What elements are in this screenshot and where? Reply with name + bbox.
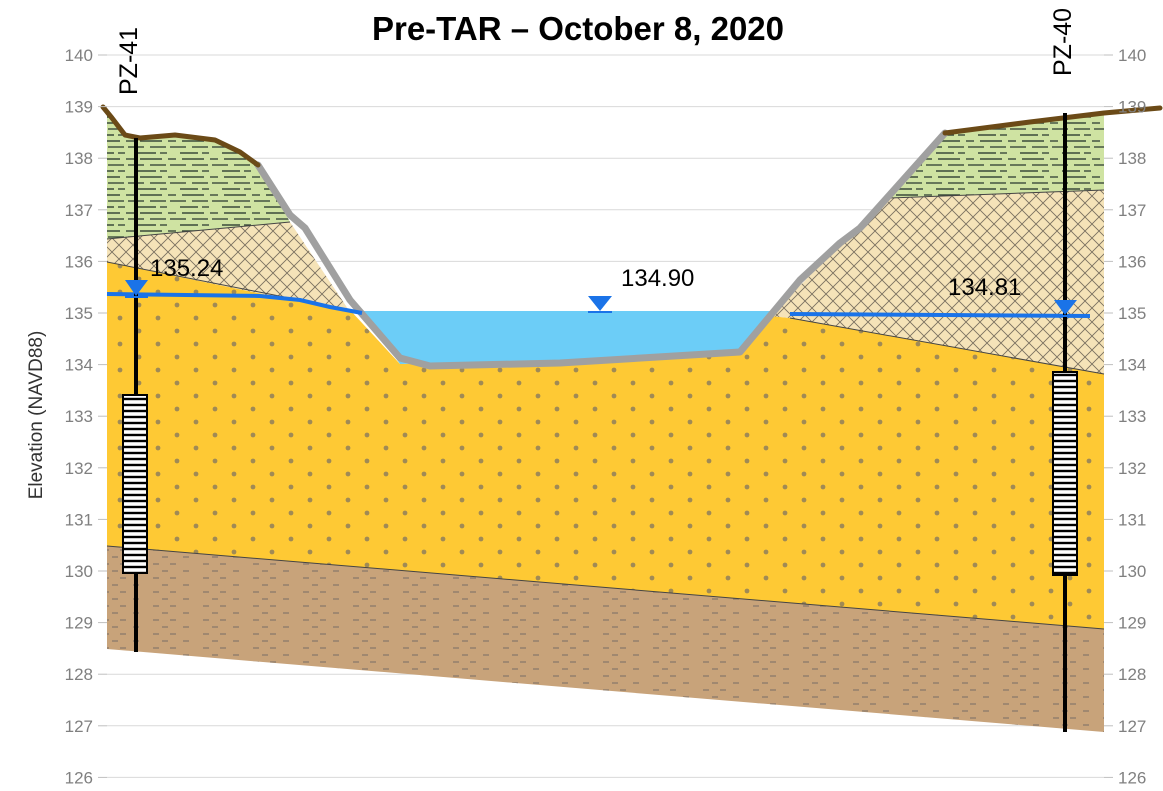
water-level-marker-pz-41 [125,280,148,296]
y-tick-label-right: 134 [1118,356,1146,375]
well-screen [122,394,148,574]
y-tick-label-right: 140 [1118,46,1146,65]
topsoil-bottom-boundary-right [889,189,1105,199]
water-table-left [106,292,363,315]
y-tick-label-right: 133 [1118,407,1146,426]
topsoil-pattern-left [107,112,290,239]
y-tick-label-right: 130 [1118,562,1146,581]
well-name-pz-41: PZ-41 [115,27,143,95]
y-tick-label-right: 137 [1118,201,1146,220]
y-tick-label-left: 138 [65,149,93,168]
water-level-label-pz-41: 135.24 [150,255,223,282]
ground-surface-left [100,104,261,168]
chart-title: Pre-TAR – October 8, 2020 [372,10,784,47]
y-tick-label-left: 134 [65,356,93,375]
y-axis-label: Elevation (NAVD88) [26,331,47,500]
y-tick-label-right: 132 [1118,459,1146,478]
channel-bank-left [254,129,949,370]
water-table-right [789,312,1091,318]
y-tick-label-right: 135 [1118,304,1146,323]
clay-top-boundary [106,545,1105,630]
y-tick-label-left: 133 [65,407,93,426]
well-pz-41 [122,138,148,652]
geologic-layers [106,112,1105,732]
y-tick-label-right: 139 [1118,98,1146,117]
well-pz-40 [1052,113,1078,732]
y-axis-left: 140 139 138 137 136 135 134 133 132 131 130 129 128 1… [65,46,107,787]
y-tick-label-left: 127 [65,717,93,736]
clay-layer-pattern [107,546,1104,732]
y-axis-right: 140 139 138 137 136 135 134 133 132 131 130 129 128 1… [1104,46,1146,787]
water-level-marker-pz-40 [1054,300,1077,315]
water-level-label-pond: 134.90 [621,265,694,292]
y-tick-label-right: 129 [1118,614,1146,633]
well-screen [1052,371,1078,576]
pond-water [362,311,770,364]
y-tick-label-left: 130 [65,562,93,581]
y-tick-label-left: 137 [65,201,93,220]
y-tick-label-left: 140 [65,46,93,65]
y-tick-label-right: 128 [1118,665,1146,684]
topsoil-pattern-right [890,112,1104,198]
y-tick-label-right: 136 [1118,252,1146,271]
sand-top-boundary-right [789,317,1105,375]
y-tick-label-right: 131 [1118,510,1146,529]
y-tick-label-left: 126 [65,768,93,787]
water-level-marker-pond [588,296,612,311]
y-tick-label-right: 127 [1118,717,1146,736]
y-tick-label-left: 128 [65,665,93,684]
y-tick-label-left: 135 [65,304,93,323]
y-tick-label-right: 138 [1118,149,1146,168]
y-tick-label-left: 132 [65,459,93,478]
sand-layer-pattern [107,262,1104,629]
y-tick-label-right: 126 [1118,768,1146,787]
well-name-pz-40: PZ-40 [1049,8,1077,76]
water-level-label-pz-40: 134.81 [948,274,1021,301]
y-tick-label-left: 131 [65,510,93,529]
y-tick-label-left: 136 [65,252,93,271]
silty-sand-pattern-left [107,222,350,312]
y-tick-label-left: 129 [65,614,93,633]
y-tick-label-left: 139 [65,98,93,117]
